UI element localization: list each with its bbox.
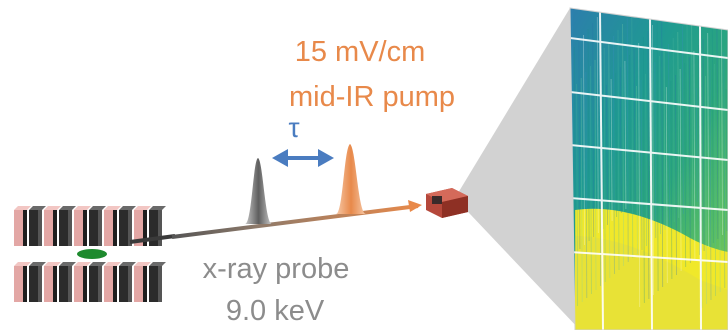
detector-streak bbox=[608, 41, 611, 279]
detector-streak bbox=[642, 36, 645, 304]
detector-streak bbox=[601, 10, 604, 230]
beam-dark-segment bbox=[129, 234, 176, 244]
detector-streak bbox=[691, 13, 693, 207]
detector-streak bbox=[594, 59, 597, 291]
magnet-block bbox=[119, 206, 136, 246]
detector-grid bbox=[570, 9, 728, 330]
probe-label-line1: x-ray probe bbox=[203, 253, 350, 285]
detector-streak bbox=[599, 53, 601, 287]
detector-streak bbox=[613, 35, 615, 275]
magnet-block bbox=[134, 262, 151, 302]
detector-streak bbox=[652, 24, 654, 296]
detector-streak bbox=[705, 75, 707, 305]
detector-streak bbox=[654, 61, 657, 239]
detector-streak bbox=[636, 85, 638, 255]
detector-streak bbox=[721, 14, 723, 236]
detector-streak bbox=[647, 30, 650, 300]
delay-arrow bbox=[272, 149, 334, 167]
detector-streak bbox=[672, 37, 675, 223]
detector-streak bbox=[622, 23, 624, 267]
detector-streak bbox=[610, 78, 613, 222]
detector-streak bbox=[718, 57, 721, 293]
magnet-block bbox=[74, 206, 91, 246]
detector-streak bbox=[698, 44, 700, 256]
pump-pulse bbox=[336, 144, 366, 214]
magnet-block bbox=[59, 262, 76, 302]
detector-streak bbox=[631, 11, 634, 259]
detector-streak bbox=[688, 56, 691, 264]
detector-streak bbox=[576, 83, 578, 307]
detector-streak bbox=[645, 73, 647, 247]
beam-line bbox=[171, 204, 419, 239]
magnet-block bbox=[14, 262, 31, 302]
magnet-block bbox=[89, 206, 106, 246]
detector-streak bbox=[580, 77, 583, 303]
detector-streak bbox=[619, 66, 622, 214]
magnet-block bbox=[104, 206, 121, 246]
delay-symbol: τ bbox=[288, 112, 299, 143]
detector-streak bbox=[656, 18, 659, 292]
detector-streak bbox=[668, 43, 670, 227]
magnet-block bbox=[104, 262, 121, 302]
magnet-block bbox=[74, 262, 91, 302]
detector-streak bbox=[677, 31, 680, 219]
detector-streak bbox=[573, 46, 576, 254]
detector-streak bbox=[682, 25, 684, 215]
detector-streak bbox=[640, 79, 643, 251]
magnet-block bbox=[119, 262, 136, 302]
detector-streak bbox=[590, 65, 592, 295]
detector-streak bbox=[585, 71, 588, 299]
detector-streak bbox=[679, 68, 682, 272]
detector-streak bbox=[711, 26, 714, 244]
detector-streak bbox=[624, 60, 627, 210]
magnet-block bbox=[44, 262, 61, 302]
pump-label-line1: 15 mV/cm bbox=[295, 36, 426, 68]
detector-streak bbox=[663, 49, 666, 231]
projection-cone bbox=[455, 8, 580, 330]
detector-streak bbox=[587, 28, 590, 242]
sample bbox=[426, 188, 468, 218]
magnet-block bbox=[29, 206, 46, 246]
probe-label-line2: 9.0 keV bbox=[226, 295, 325, 327]
probe-pulse bbox=[245, 158, 272, 224]
detector-streak bbox=[675, 74, 677, 276]
magnet-block bbox=[89, 262, 106, 302]
detector-streak bbox=[592, 22, 595, 238]
detector-streak bbox=[686, 19, 689, 211]
detector-streak bbox=[633, 48, 636, 202]
pump-label-line2: mid-IR pump bbox=[289, 81, 455, 113]
detector-streak bbox=[693, 50, 696, 260]
magnet-block bbox=[44, 206, 61, 246]
detector-image bbox=[570, 8, 728, 330]
detector-streak bbox=[684, 62, 687, 268]
detector-streak bbox=[714, 63, 716, 297]
detector-streak bbox=[603, 47, 606, 283]
detector-streak bbox=[638, 42, 641, 308]
detector-streak bbox=[661, 12, 664, 288]
detector-streak bbox=[723, 51, 726, 289]
undulator-bottom bbox=[14, 262, 166, 302]
magnet-block bbox=[134, 206, 151, 246]
detector-streak bbox=[626, 17, 629, 263]
detector-streak bbox=[583, 34, 585, 246]
detector-streak bbox=[670, 80, 673, 280]
magnet-block bbox=[14, 206, 31, 246]
magnet-block bbox=[29, 262, 46, 302]
detector-streak bbox=[629, 54, 631, 206]
detector-streak bbox=[702, 38, 705, 252]
beam-arrowhead bbox=[408, 200, 422, 212]
magnet-block bbox=[59, 206, 76, 246]
electron-bunch bbox=[77, 249, 107, 259]
detector-streak bbox=[596, 16, 599, 234]
detector-streak bbox=[665, 86, 668, 284]
undulator-top bbox=[14, 206, 166, 246]
magnet-block bbox=[149, 262, 166, 302]
detector-streak bbox=[707, 32, 710, 248]
